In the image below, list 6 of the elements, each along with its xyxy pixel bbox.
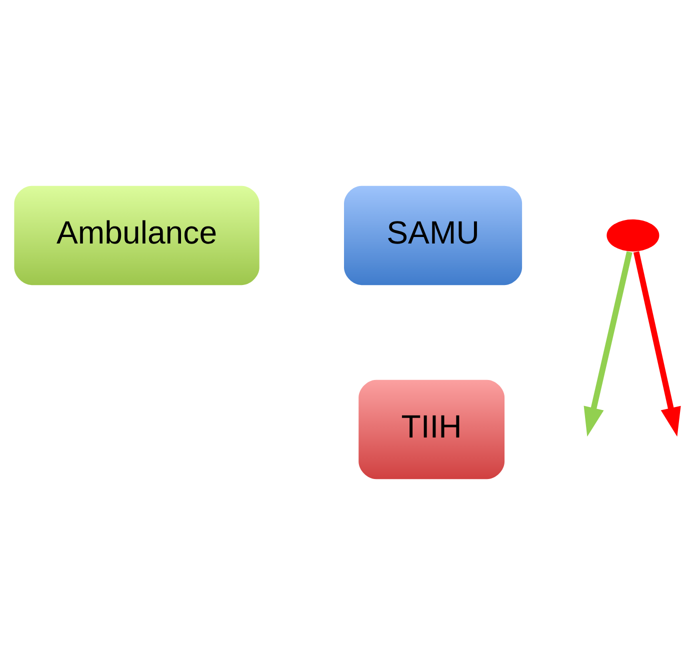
node-box: TIIH (358, 379, 505, 479)
node-box: Ambulance (14, 185, 260, 285)
arrow (584, 250, 632, 436)
arrow (633, 250, 681, 436)
node-box: SAMU (344, 185, 522, 285)
node-circle (606, 218, 660, 251)
